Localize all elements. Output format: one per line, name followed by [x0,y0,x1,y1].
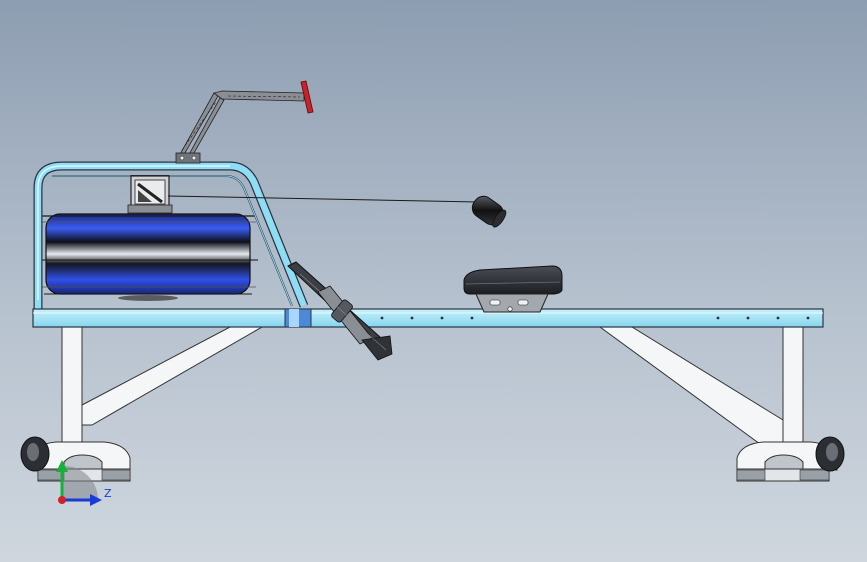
handle-arm [175,90,305,164]
footrest [287,261,393,361]
coordinate-triad: Z [56,460,112,506]
front-leg-frame [598,326,838,482]
y-axis-arrow [56,460,68,472]
front-frame-tube [33,161,309,310]
z-axis-label: Z [104,487,112,500]
rear-wheel [20,436,50,472]
front-wheel [815,436,845,472]
triad-origin [58,496,66,504]
z-axis-arrow [90,494,102,506]
pulley-housing [127,175,173,214]
pull-cord [167,195,479,203]
flywheel-tank [38,213,258,301]
rear-leg-frame [29,326,264,482]
seat [463,265,563,313]
handlebar-grip [300,80,314,114]
rowing-handle [471,195,507,228]
slide-rail [32,308,824,328]
